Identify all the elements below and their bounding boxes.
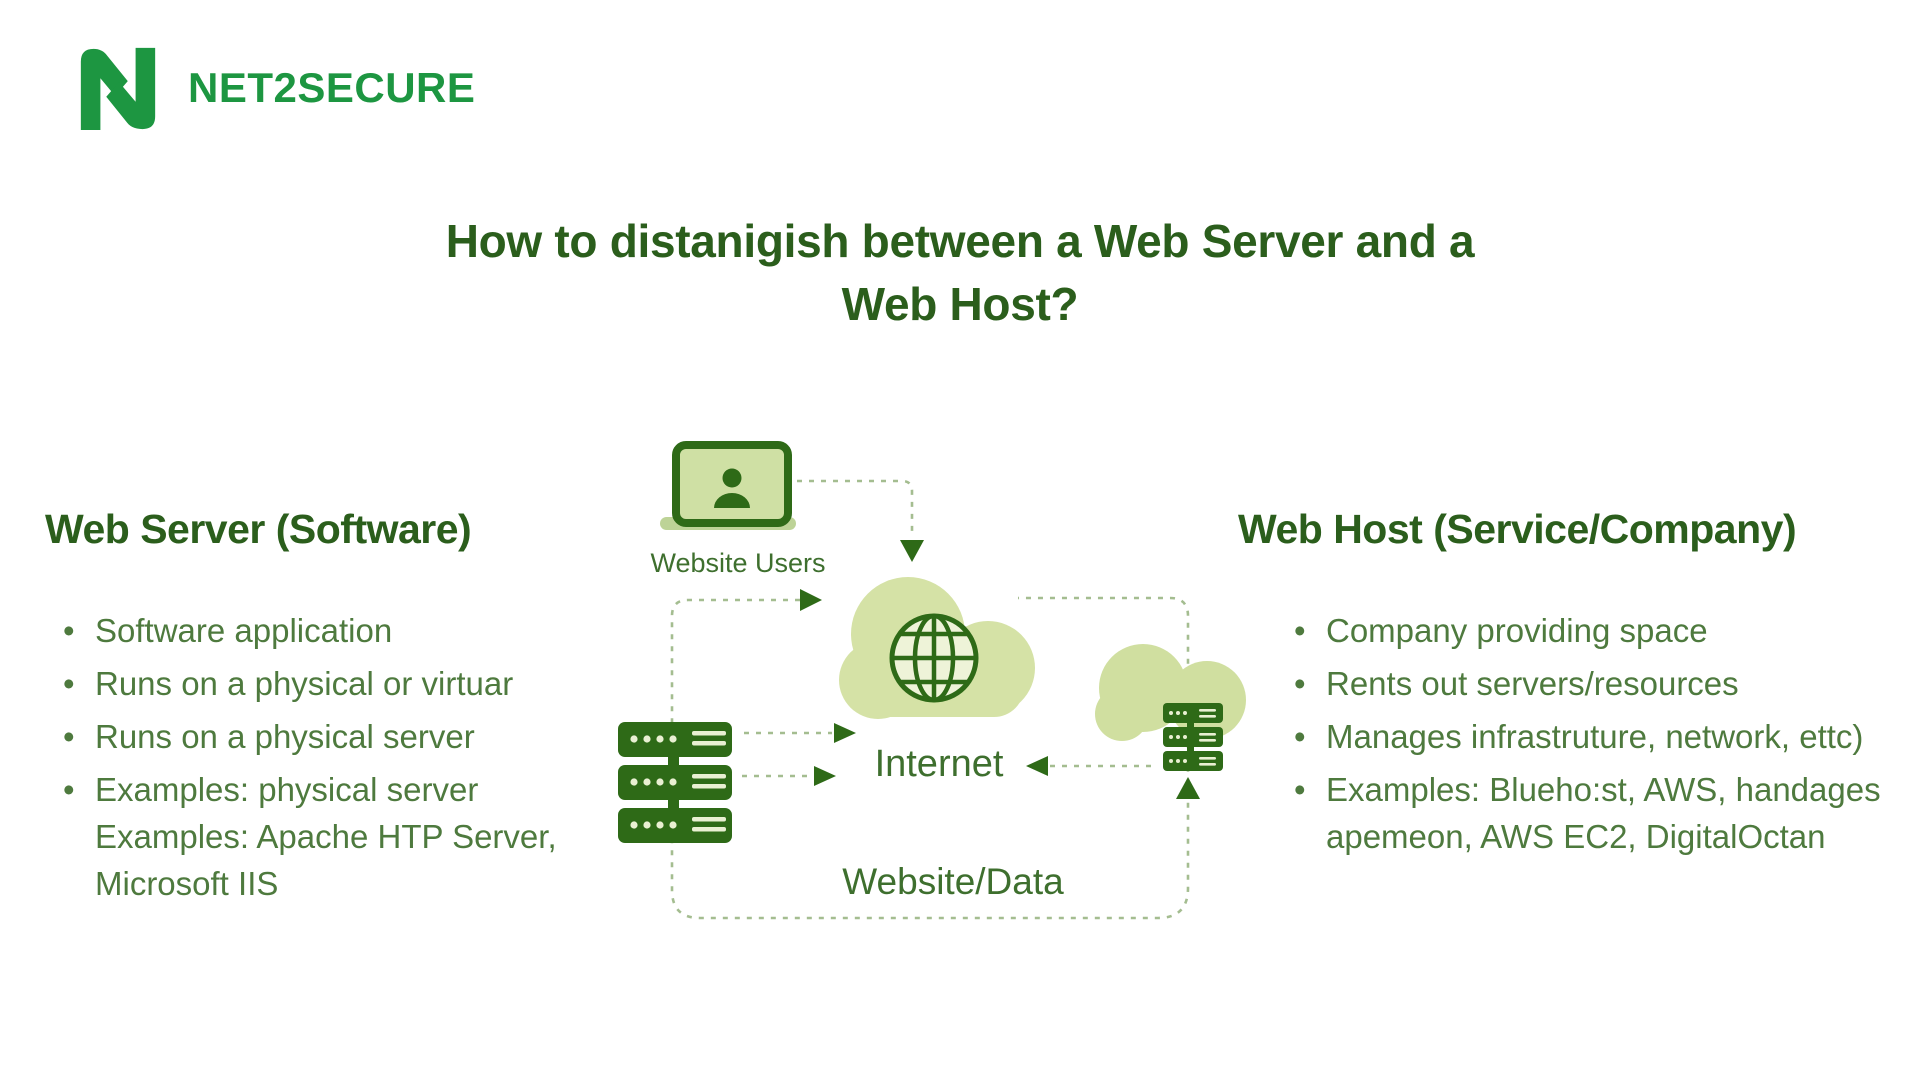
- web-server-heading: Web Server (Software): [45, 506, 472, 552]
- laptop-user-icon: [660, 441, 796, 530]
- arrow-right-into-cloud: [800, 589, 822, 611]
- list-item: Software application: [45, 607, 625, 654]
- net2secure-logo-icon: [80, 47, 156, 131]
- arrow-right-2: [814, 766, 836, 786]
- cloud-server-icon: [1095, 644, 1246, 771]
- list-item: Examples: physical server Examples: Apac…: [45, 766, 625, 907]
- users-to-internet-dashed-line: [797, 479, 914, 536]
- web-host-heading: Web Host (Service/Company): [1238, 506, 1797, 552]
- globe-cloud-icon: [839, 577, 1035, 719]
- globe-icon: [889, 613, 979, 703]
- host-server-stack-icon: [1163, 703, 1223, 771]
- list-item: Manages infrastruture, network, ettc): [1276, 713, 1918, 760]
- web-server-panel: Web Server (Software) Software applicati…: [45, 506, 625, 913]
- web-host-bullet-list: Company providing space Rents out server…: [1276, 607, 1918, 860]
- network-diagram: Website Users Internet Website/Data: [618, 441, 1246, 920]
- website-users-label: Website Users: [650, 548, 825, 578]
- arrow-left-into-internet: [1026, 756, 1048, 776]
- list-item: Company providing space: [1276, 607, 1918, 654]
- user-icon: [722, 468, 742, 488]
- web-server-bullet-list: Software application Runs on a physical …: [45, 607, 625, 907]
- arrow-up-into-host: [1176, 777, 1200, 799]
- page-title: How to distanigish between a Web Server …: [0, 210, 1920, 337]
- title-line-1: How to distanigish between a Web Server …: [445, 215, 1475, 267]
- arrow-down-into-cloud: [900, 540, 924, 562]
- list-item: Runs on a physical or virtuar: [45, 660, 625, 707]
- list-item: Rents out servers/resources: [1276, 660, 1918, 707]
- internet-label: Internet: [875, 743, 1004, 785]
- server-stack-icon: [618, 722, 732, 843]
- web-host-panel: Web Host (Service/Company) Company provi…: [1238, 506, 1918, 866]
- arrow-right-1: [834, 723, 856, 743]
- website-data-label: Website/Data: [842, 861, 1064, 902]
- list-item: Runs on a physical server: [45, 713, 625, 760]
- brand: NET2SECURE: [72, 44, 475, 132]
- title-line-2: Web Host?: [841, 278, 1079, 331]
- flow-loop-dashed-line: [670, 596, 1190, 920]
- list-item: Examples: Blueho:st, AWS, handages apeme…: [1276, 766, 1918, 860]
- brand-name: NET2SECURE: [188, 64, 476, 111]
